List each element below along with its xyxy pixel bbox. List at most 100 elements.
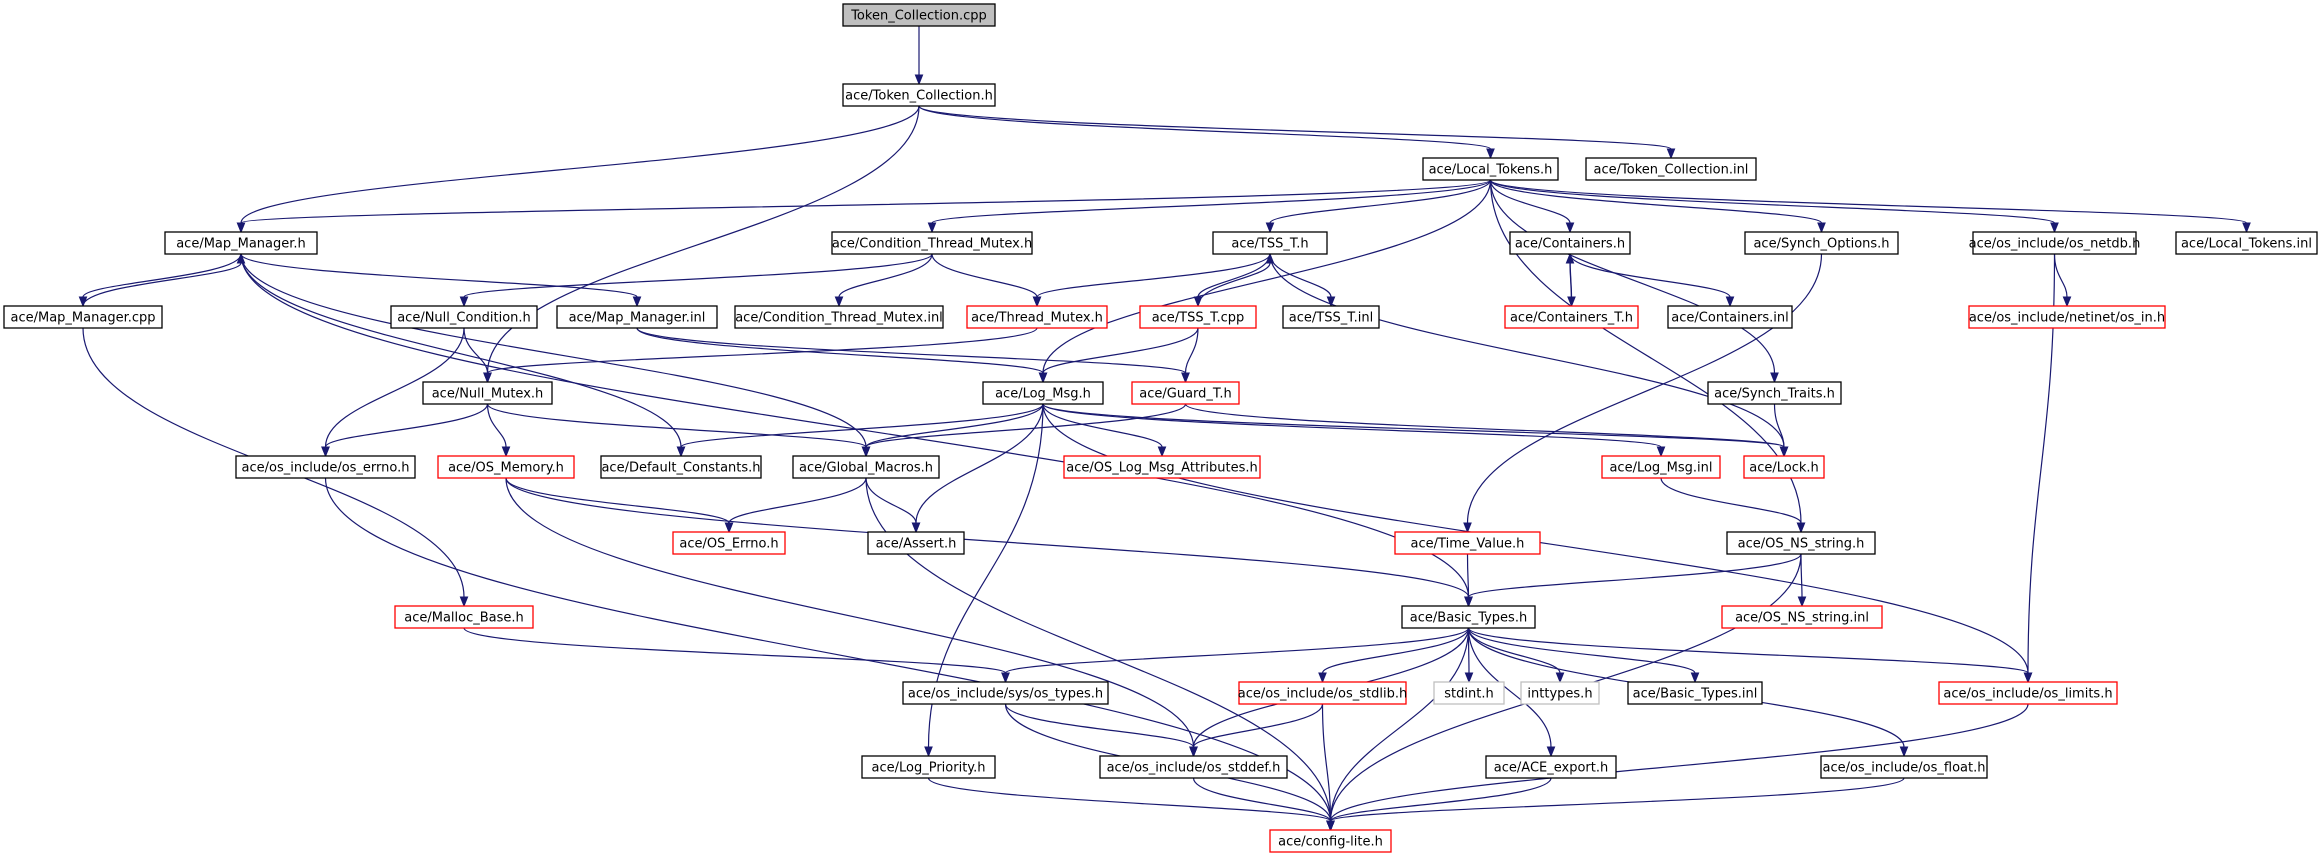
- node-box[interactable]: [1131, 381, 1240, 405]
- node-box[interactable]: [1520, 681, 1600, 705]
- node-ace-basic-types-h[interactable]: ace/Basic_Types.h: [1401, 605, 1536, 629]
- node-ace-os-errno-h[interactable]: ace/OS_Errno.h: [672, 531, 786, 555]
- node-box[interactable]: [1212, 231, 1328, 255]
- node-box[interactable]: [1627, 681, 1763, 705]
- node-ace-basic-types-inl[interactable]: ace/Basic_Types.inl: [1627, 681, 1763, 705]
- node-box[interactable]: [1139, 305, 1257, 329]
- node-ace-containers-inl[interactable]: ace/Containers.inl: [1667, 305, 1793, 329]
- node-ace-os-log-msg-attributes-h[interactable]: ace/OS_Log_Msg_Attributes.h: [1063, 455, 1261, 479]
- node-ace-containers-h[interactable]: ace/Containers.h: [1509, 231, 1631, 255]
- node-ace-os-include-os-limits-h[interactable]: ace/os_include/os_limits.h: [1938, 681, 2118, 705]
- node-stdint-h[interactable]: stdint.h: [1433, 681, 1505, 705]
- node-ace-condition-thread-mutex-h[interactable]: ace/Condition_Thread_Mutex.h: [831, 231, 1033, 255]
- node-box[interactable]: [1744, 231, 1899, 255]
- node-ace-lock-h[interactable]: ace/Lock.h: [1743, 455, 1825, 479]
- node-ace-os-include-os-stddef-h[interactable]: ace/os_include/os_stddef.h: [1099, 755, 1288, 779]
- node-box[interactable]: [1726, 531, 1876, 555]
- node-box[interactable]: [422, 381, 553, 405]
- node-box[interactable]: [861, 755, 996, 779]
- node-ace-token-collection-h[interactable]: ace/Token_Collection.h: [842, 83, 996, 107]
- node-box[interactable]: [842, 83, 996, 107]
- node-box[interactable]: [1063, 455, 1261, 479]
- node-ace-log-msg-h[interactable]: ace/Log_Msg.h: [982, 381, 1104, 405]
- node-ace-thread-mutex-h[interactable]: ace/Thread_Mutex.h: [966, 305, 1108, 329]
- node-box[interactable]: [1585, 157, 1757, 181]
- node-ace-default-constants-h[interactable]: ace/Default_Constants.h: [600, 455, 762, 479]
- node-ace-os-include-os-stdlib-h[interactable]: ace/os_include/os_stdlib.h: [1238, 681, 1407, 705]
- node-ace-time-value-h[interactable]: ace/Time_Value.h: [1394, 531, 1541, 555]
- node-box[interactable]: [982, 381, 1104, 405]
- node-box[interactable]: [1422, 157, 1559, 181]
- node-box[interactable]: [1394, 531, 1541, 555]
- node-ace-os-ns-string-inl[interactable]: ace/OS_NS_string.inl: [1721, 605, 1883, 629]
- node-box[interactable]: [1509, 231, 1631, 255]
- node-box[interactable]: [1743, 455, 1825, 479]
- node-box[interactable]: [1401, 605, 1536, 629]
- node-box[interactable]: [792, 455, 940, 479]
- node-box[interactable]: [3, 305, 163, 329]
- node-ace-malloc-base-h[interactable]: ace/Malloc_Base.h: [394, 605, 534, 629]
- node-ace-map-manager-cpp[interactable]: ace/Map_Manager.cpp: [3, 305, 163, 329]
- node-box[interactable]: [1433, 681, 1505, 705]
- node-box[interactable]: [831, 231, 1033, 255]
- node-ace-token-collection-inl[interactable]: ace/Token_Collection.inl: [1585, 157, 1757, 181]
- node-box[interactable]: [1504, 305, 1639, 329]
- node-ace-local-tokens-inl[interactable]: ace/Local_Tokens.inl: [2175, 231, 2318, 255]
- node-box[interactable]: [1938, 681, 2118, 705]
- node-ace-condition-thread-mutex-inl[interactable]: ace/Condition_Thread_Mutex.inl: [734, 305, 944, 329]
- node-box[interactable]: [1667, 305, 1793, 329]
- node-box[interactable]: [164, 231, 318, 255]
- node-box[interactable]: [1972, 231, 2137, 255]
- node-ace-local-tokens-h[interactable]: ace/Local_Tokens.h: [1422, 157, 1559, 181]
- node-ace-tss-t-h[interactable]: ace/TSS_T.h: [1212, 231, 1328, 255]
- node-ace-synch-options-h[interactable]: ace/Synch_Options.h: [1744, 231, 1899, 255]
- node-inttypes-h[interactable]: inttypes.h: [1520, 681, 1600, 705]
- node-ace-assert-h[interactable]: ace/Assert.h: [867, 531, 965, 555]
- node-box[interactable]: [2175, 231, 2318, 255]
- node-box[interactable]: [1282, 305, 1380, 329]
- node-ace-global-macros-h[interactable]: ace/Global_Macros.h: [792, 455, 940, 479]
- node-ace-null-condition-h[interactable]: ace/Null_Condition.h: [390, 305, 538, 329]
- node-box[interactable]: [1601, 455, 1721, 479]
- node-box[interactable]: [1238, 681, 1407, 705]
- node-box[interactable]: [842, 3, 996, 27]
- node-ace-guard-t-h[interactable]: ace/Guard_T.h: [1131, 381, 1240, 405]
- node-ace-os-memory-h[interactable]: ace/OS_Memory.h: [437, 455, 575, 479]
- node-ace-ace-export-h[interactable]: ace/ACE_export.h: [1485, 755, 1617, 779]
- node-box[interactable]: [734, 305, 944, 329]
- node-box[interactable]: [966, 305, 1108, 329]
- node-ace-os-include-os-errno-h[interactable]: ace/os_include/os_errno.h: [235, 455, 416, 479]
- node-ace-tss-t-inl[interactable]: ace/TSS_T.inl: [1282, 305, 1380, 329]
- node-box[interactable]: [1099, 755, 1288, 779]
- node-ace-config-lite-h[interactable]: ace/config-lite.h: [1269, 829, 1392, 853]
- node-box[interactable]: [437, 455, 575, 479]
- node-box[interactable]: [235, 455, 416, 479]
- node-ace-os-include-os-float-h[interactable]: ace/os_include/os_float.h: [1820, 755, 1988, 779]
- node-box[interactable]: [1721, 605, 1883, 629]
- node-ace-os-include-os-netdb-h[interactable]: ace/os_include/os_netdb.h: [1969, 231, 2141, 255]
- node-ace-os-ns-string-h[interactable]: ace/OS_NS_string.h: [1726, 531, 1876, 555]
- node-box[interactable]: [394, 605, 534, 629]
- node-box[interactable]: [1820, 755, 1988, 779]
- node-box[interactable]: [390, 305, 538, 329]
- node-box[interactable]: [902, 681, 1109, 705]
- node-ace-null-mutex-h[interactable]: ace/Null_Mutex.h: [422, 381, 553, 405]
- node-box[interactable]: [1707, 381, 1842, 405]
- node-ace-log-priority-h[interactable]: ace/Log_Priority.h: [861, 755, 996, 779]
- node-token-collection-cpp[interactable]: Token_Collection.cpp: [842, 3, 996, 27]
- node-ace-synch-traits-h[interactable]: ace/Synch_Traits.h: [1707, 381, 1842, 405]
- node-box[interactable]: [1968, 305, 2166, 329]
- node-box[interactable]: [556, 305, 718, 329]
- node-box[interactable]: [1269, 829, 1392, 853]
- node-ace-tss-t-cpp[interactable]: ace/TSS_T.cpp: [1139, 305, 1257, 329]
- node-ace-map-manager-inl[interactable]: ace/Map_Manager.inl: [556, 305, 718, 329]
- node-box[interactable]: [867, 531, 965, 555]
- node-box[interactable]: [1485, 755, 1617, 779]
- node-ace-log-msg-inl[interactable]: ace/Log_Msg.inl: [1601, 455, 1721, 479]
- node-ace-os-include-sys-os-types-h[interactable]: ace/os_include/sys/os_types.h: [902, 681, 1109, 705]
- node-ace-os-include-netinet-os-in-h[interactable]: ace/os_include/netinet/os_in.h: [1968, 305, 2166, 329]
- node-ace-map-manager-h[interactable]: ace/Map_Manager.h: [164, 231, 318, 255]
- node-box[interactable]: [672, 531, 786, 555]
- node-ace-containers-t-h[interactable]: ace/Containers_T.h: [1504, 305, 1639, 329]
- node-box[interactable]: [600, 455, 762, 479]
